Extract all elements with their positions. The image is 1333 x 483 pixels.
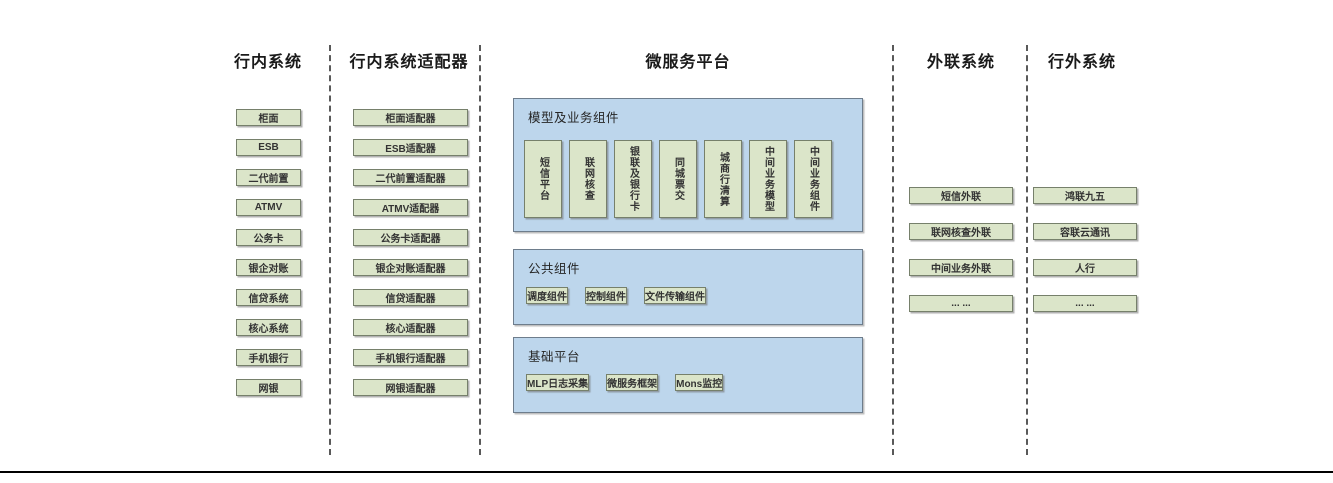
model-component-box: 城商行清算 (704, 140, 742, 218)
panel-label: 基础平台 (528, 350, 581, 364)
model-component-box: 中间业务组件 (794, 140, 832, 218)
base-platform-box: Mons监控 (675, 374, 724, 391)
external-link-box: 短信外联 (909, 187, 1013, 204)
adapter-box: 网银适配器 (353, 379, 468, 396)
panel-common-components: 公共组件 调度组件控制组件文件传输组件 (513, 249, 863, 325)
panel-label: 模型及业务组件 (528, 111, 620, 125)
adapter-box: ESB适配器 (353, 139, 468, 156)
dashed-divider-line (479, 45, 481, 455)
internal-system-box: ATMV (236, 199, 301, 216)
internal-system-box: 银企对账 (236, 259, 301, 276)
dashed-divider-line (329, 45, 331, 455)
common-component-box: 调度组件 (526, 287, 568, 304)
external-link-box-stack: 短信外联联网核查外联中间业务外联 ... ... (909, 187, 1013, 312)
common-component-box: 文件传输组件 (644, 287, 706, 304)
model-component-box: 中间业务模型 (749, 140, 787, 218)
internal-system-box: 手机银行 (236, 349, 301, 366)
column-header-internal-system-adapters: 行内系统适配器 (349, 54, 469, 71)
adapter-box: 核心适配器 (353, 319, 468, 336)
outside-system-box: 容联云通讯 (1033, 223, 1137, 240)
panel-base-platform: 基础平台 MLP日志采集微服务框架 Mons监控 (513, 337, 863, 413)
internal-systems-box-stack: 柜面 ESB 二代前置 ATMV 公务卡银企对账信贷系统核心系统手机银行网银 (236, 109, 301, 396)
adapter-box: 银企对账适配器 (353, 259, 468, 276)
model-component-box: 短信平台 (524, 140, 562, 218)
outside-system-box: 人行 (1033, 259, 1137, 276)
internal-system-box: 核心系统 (236, 319, 301, 336)
adapter-box: ATMV适配器 (353, 199, 468, 216)
base-platform-row: MLP日志采集微服务框架 Mons监控 (526, 374, 724, 391)
bottom-horizontal-rule (0, 471, 1333, 473)
internal-system-box: ESB (236, 139, 301, 156)
model-components-row: 短信平台联网核查银联及银行卡同城票交城商行清算中间业务模型中间业务组件 (524, 140, 832, 218)
internal-system-box: 信贷系统 (236, 289, 301, 306)
internal-system-box: 二代前置 (236, 169, 301, 186)
adapter-box: 信贷适配器 (353, 289, 468, 306)
column-header-microservice-platform: 微服务平台 (645, 54, 731, 71)
dashed-divider-line (892, 45, 894, 455)
external-link-box: 中间业务外联 (909, 259, 1013, 276)
column-header-internal-systems: 行内系统 (233, 54, 302, 71)
model-component-box: 联网核查 (569, 140, 607, 218)
adapter-box-stack: 柜面适配器 ESB适配器二代前置适配器 ATMV适配器公务卡适配器银企对账适配器信贷… (353, 109, 468, 396)
adapter-box: 二代前置适配器 (353, 169, 468, 186)
outside-systems-box-stack: 鸿联九五容联云通讯人行 ... ... (1033, 187, 1137, 312)
outside-system-box: ... ... (1033, 295, 1137, 312)
common-component-box: 控制组件 (585, 287, 627, 304)
panel-model-business-components: 模型及业务组件 短信平台联网核查银联及银行卡同城票交城商行清算中间业务模型中间业… (513, 98, 863, 232)
dashed-divider-line (1026, 45, 1028, 455)
adapter-box: 手机银行适配器 (353, 349, 468, 366)
panel-label: 公共组件 (528, 262, 581, 276)
column-header-external-link-systems: 外联系统 (926, 54, 995, 71)
base-platform-box: 微服务框架 (606, 374, 659, 391)
base-platform-box: MLP日志采集 (526, 374, 590, 391)
common-components-row: 调度组件控制组件文件传输组件 (526, 287, 706, 304)
adapter-box: 柜面适配器 (353, 109, 468, 126)
outside-system-box: 鸿联九五 (1033, 187, 1137, 204)
external-link-box: ... ... (909, 295, 1013, 312)
external-link-box: 联网核查外联 (909, 223, 1013, 240)
model-component-box: 银联及银行卡 (614, 140, 652, 218)
column-header-outside-systems: 行外系统 (1047, 54, 1116, 71)
model-component-box: 同城票交 (659, 140, 697, 218)
internal-system-box: 网银 (236, 379, 301, 396)
internal-system-box: 柜面 (236, 109, 301, 126)
internal-system-box: 公务卡 (236, 229, 301, 246)
adapter-box: 公务卡适配器 (353, 229, 468, 246)
